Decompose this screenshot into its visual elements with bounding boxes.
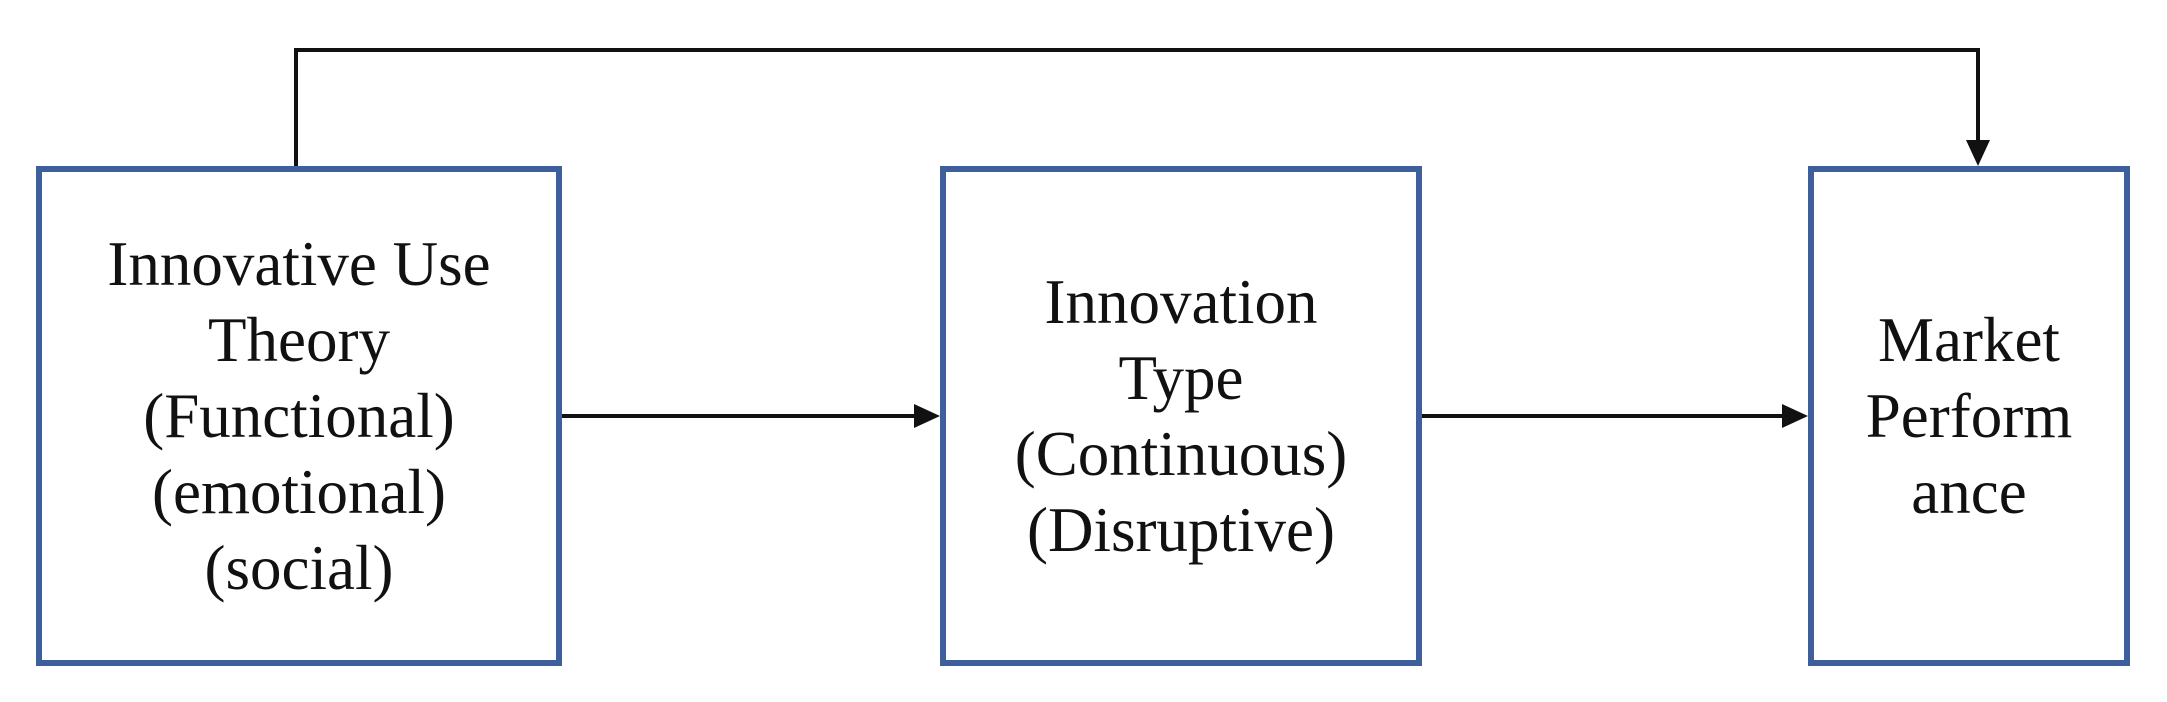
node-innovation-type: Innovation Type (Continuous) (Disruptive… <box>940 166 1422 666</box>
node-innovative-use-theory: Innovative Use Theory (Functional) (emot… <box>36 166 562 666</box>
node-market-performance: Market Perform ance <box>1808 166 2130 666</box>
arrow-theory-to-performance <box>294 48 1990 166</box>
node-label-market-performance: Market Perform ance <box>1865 305 2073 527</box>
arrow-type-to-performance <box>1422 404 1808 428</box>
arrow-theory-to-type <box>562 404 940 428</box>
node-label-innovative-use-theory: Innovative Use Theory (Functional) (emot… <box>107 229 491 603</box>
node-label-innovation-type: Innovation Type (Continuous) (Disruptive… <box>1014 267 1348 565</box>
